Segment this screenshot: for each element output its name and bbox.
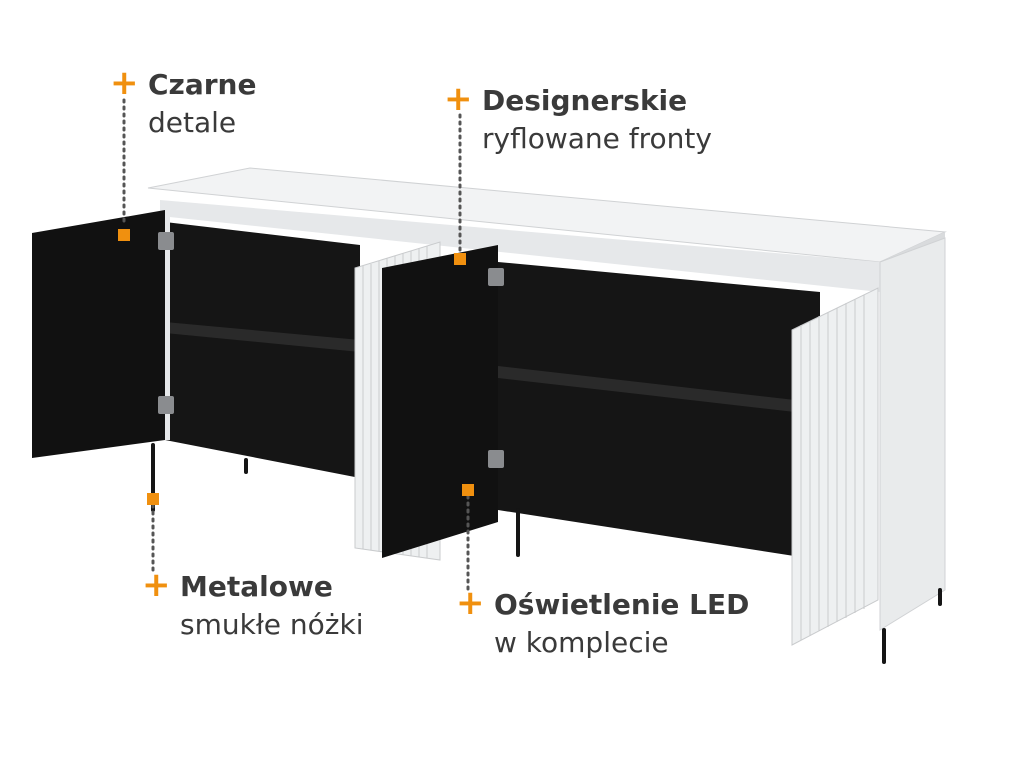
right-compartment-interior [498, 262, 820, 560]
callout-title: Metalowe [180, 570, 333, 603]
callout-subtitle: w komplecie [494, 625, 669, 659]
left-shelf [165, 322, 360, 352]
cabinet-right-side [879, 237, 946, 631]
cabinet-upper-band [160, 200, 880, 292]
middle-black-door [382, 245, 498, 558]
left-compartment-interior [165, 222, 360, 478]
plus-icon: + [110, 63, 139, 103]
callout-subtitle: detale [148, 105, 237, 139]
hinge-icons [158, 232, 504, 468]
right-shelf [498, 366, 795, 412]
plus-icon: + [456, 583, 485, 623]
callout-black-details: + Czarne detale [110, 66, 257, 139]
callout-metal-legs: + Metalowe smukłe nóżki [142, 568, 364, 641]
callout-markers [118, 229, 474, 505]
callout-title: Designerskie [482, 84, 688, 117]
left-black-door [32, 210, 165, 458]
left-door-edge [165, 210, 170, 440]
callout-subtitle: ryflowane fronty [482, 121, 712, 155]
plus-icon: + [444, 79, 473, 119]
callout-lines [122, 98, 470, 592]
plus-icon: + [142, 565, 171, 605]
callout-fluted-fronts: + Designerskie ryflowane fronty [444, 82, 712, 155]
callout-title: Czarne [148, 68, 257, 101]
callout-title: Oświetlenie LED [494, 588, 750, 621]
callout-led-lighting: + Oświetlenie LED w komplecie [456, 586, 750, 659]
callout-subtitle: smukłe nóżki [180, 607, 364, 641]
right-fluted-door [791, 287, 879, 646]
